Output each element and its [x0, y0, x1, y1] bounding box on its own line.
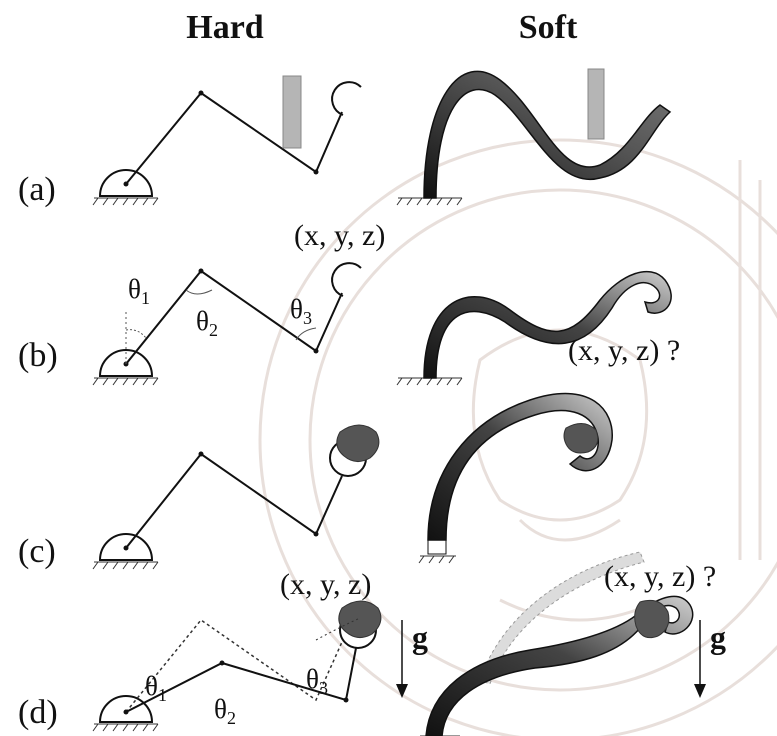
row-label-c: (c) — [18, 533, 56, 570]
obstacle-soft-a — [587, 68, 605, 140]
hard-coord-b: (x, y, z) — [294, 219, 385, 252]
hard-arm-c — [92, 424, 380, 570]
soft-coord-b: (x, y, z) ? — [568, 334, 680, 367]
theta1-label-d: θ1 — [145, 671, 167, 705]
row-label-b: (b) — [18, 337, 58, 374]
gripper-b — [331, 262, 362, 297]
grasped-object-soft-d — [634, 599, 670, 639]
theta2-label-d: θ2 — [214, 694, 236, 728]
gravity-arrow-soft — [694, 620, 706, 698]
ghost-arm-d — [125, 618, 343, 713]
gravity-arrow-hard — [396, 620, 408, 698]
soft-arm-a — [396, 68, 672, 206]
obstacle-a — [282, 75, 302, 149]
header-soft: Soft — [519, 9, 578, 46]
soft-arm-b — [396, 270, 672, 386]
theta1-label-b: θ1 — [128, 274, 150, 308]
grasped-object-soft-c — [563, 423, 599, 454]
gravity-label-soft: g — [710, 619, 726, 655]
row-label-d: (d) — [18, 694, 58, 731]
soft-arm-c — [418, 392, 613, 564]
hard-coord-d: (x, y, z) — [280, 568, 371, 601]
theta3-label-b: θ3 — [290, 294, 312, 328]
gravity-label-hard: g — [412, 619, 428, 655]
grasped-object-d — [338, 600, 382, 638]
grasped-object-c — [336, 424, 380, 462]
hard-arm-d — [92, 600, 382, 732]
soft-arm-d — [420, 551, 694, 736]
hard-arm-a — [92, 75, 362, 206]
soft-coord-d: (x, y, z) ? — [604, 560, 716, 593]
theta2-label-b: θ2 — [196, 306, 218, 340]
ghost-soft-arm-d — [479, 551, 645, 685]
gripper-a — [331, 81, 362, 116]
theta3-label-d: θ3 — [306, 664, 328, 698]
row-label-a: (a) — [18, 171, 56, 208]
hard-arm-b — [92, 262, 362, 386]
header-hard: Hard — [186, 9, 264, 46]
